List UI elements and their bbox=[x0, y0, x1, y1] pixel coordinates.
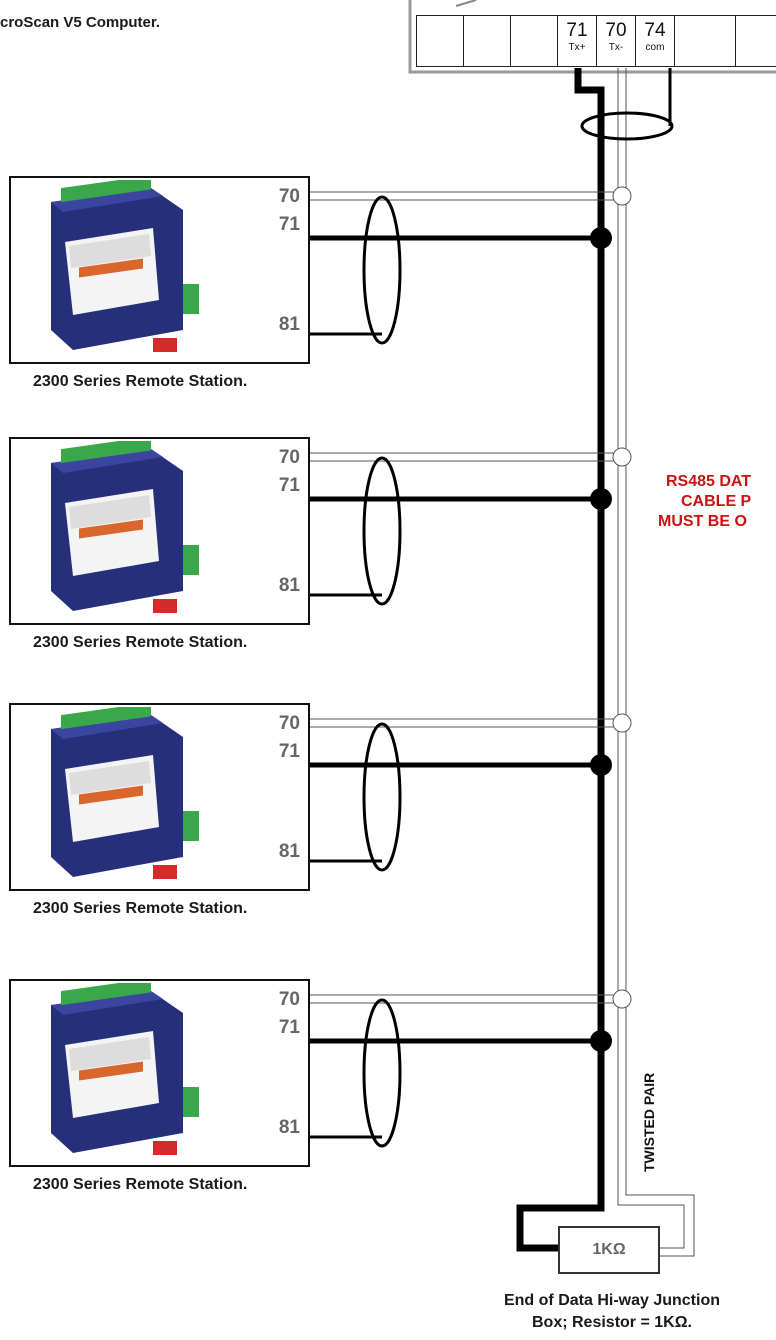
pin-71-label: 71 bbox=[278, 214, 300, 235]
computer-title: croScan V5 Computer. bbox=[0, 14, 161, 31]
remote-station-box: 70 71 81 bbox=[9, 979, 310, 1167]
pin-71-label: 71 bbox=[278, 741, 300, 762]
pin-70-label: 70 bbox=[278, 713, 300, 734]
remote-station-box: 70 71 81 bbox=[9, 437, 310, 625]
terminal-cell bbox=[736, 16, 776, 66]
twisted-pair-label: TWISTED PAIR bbox=[641, 1072, 657, 1172]
junction-node-icon bbox=[590, 227, 612, 249]
station-caption: 2300 Series Remote Station. bbox=[33, 900, 248, 917]
pin-81-label: 81 bbox=[278, 841, 300, 862]
junction-node-icon bbox=[590, 754, 612, 776]
pin-71-label: 71 bbox=[278, 1017, 300, 1038]
station-caption: 2300 Series Remote Station. bbox=[33, 634, 248, 651]
station-caption: 2300 Series Remote Station. bbox=[33, 1176, 248, 1193]
pin-81-label: 81 bbox=[278, 1117, 300, 1138]
footer-note: End of Data Hi-way Junction Box; Resisto… bbox=[452, 1290, 772, 1334]
intech-2300-module-image bbox=[51, 983, 199, 1155]
pin-81-label: 81 bbox=[278, 314, 300, 335]
remote-station-box: 70 71 81 bbox=[9, 703, 310, 891]
crossover-loop-icon bbox=[612, 713, 632, 733]
rs485-note-line2: CABLE P bbox=[681, 493, 752, 510]
cable-shield-loop-icon bbox=[362, 722, 402, 872]
terminal-cell bbox=[464, 16, 511, 66]
pin-70-label: 70 bbox=[278, 186, 300, 207]
cable-shield-loop-icon bbox=[362, 456, 402, 606]
pin-70-label: 70 bbox=[278, 447, 300, 468]
intech-2300-module-image bbox=[51, 441, 199, 613]
footer-line2: Box; Resistor = 1KΩ. bbox=[532, 1314, 692, 1331]
crossover-loop-icon bbox=[612, 447, 632, 467]
junction-node-icon bbox=[590, 488, 612, 510]
resistor-box: 1KΩ bbox=[558, 1226, 660, 1274]
pin-71-label: 71 bbox=[278, 475, 300, 496]
intech-2300-module-image bbox=[51, 707, 199, 879]
pin-70-label: 70 bbox=[278, 989, 300, 1010]
intech-2300-module-image bbox=[51, 180, 199, 352]
remote-station-box: 70 71 81 bbox=[9, 176, 310, 364]
crossover-loop-icon bbox=[612, 989, 632, 1009]
terminal-cell bbox=[417, 16, 464, 66]
rs485-note-line1: RS485 DAT bbox=[666, 473, 752, 490]
cable-shield-loop-icon bbox=[362, 998, 402, 1148]
footer-line1: End of Data Hi-way Junction bbox=[503, 1292, 720, 1309]
cable-shield-loop-icon bbox=[362, 195, 402, 345]
terminal-cell bbox=[675, 16, 736, 66]
terminal-cell bbox=[511, 16, 558, 66]
station-caption: 2300 Series Remote Station. bbox=[33, 373, 248, 390]
rs485-note-line3: MUST BE O bbox=[658, 513, 747, 530]
junction-node-icon bbox=[590, 1030, 612, 1052]
crossover-loop-icon bbox=[612, 186, 632, 206]
pin-81-label: 81 bbox=[278, 575, 300, 596]
